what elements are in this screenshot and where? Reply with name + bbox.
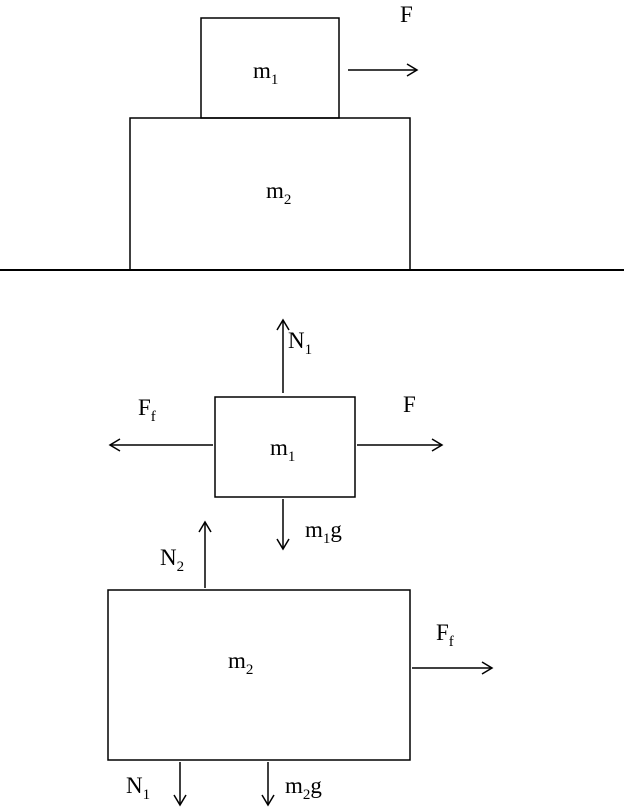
fbd-m1-block [214,396,356,498]
fbd-m1-applied-force-label: F [403,392,416,417]
scene-m1-label: m1 [253,58,278,88]
arrow-head [406,63,419,77]
fbd-m2-normal-arrow [198,520,212,588]
arrow-head [481,661,494,675]
fbd-m2-friction-arrow [412,661,494,675]
fbd-m1: N1 Ff F m1 m1g [108,318,444,551]
fbd-m2: N2 m2 Ff N1 m2g [107,520,494,807]
fbd-m1-applied-force-arrow [357,438,444,452]
fbd-m1-weight-label: m1g [305,517,342,547]
scene-m2-label: m2 [266,178,291,208]
scene-applied-force-arrow [348,63,419,77]
fbd-m2-block-label: m2 [228,648,253,678]
arrow-head [108,438,121,452]
fbd-m2-weight-label: m2g [285,773,322,803]
fbd-m1-normal-arrow [276,318,290,393]
arrow-head [276,318,290,331]
fbd-m2-weight-arrow [261,762,275,807]
fbd-m2-normal-from-m1-arrow [173,762,187,807]
arrow-head [198,520,212,533]
fbd-m1-normal-label: N1 [288,328,312,358]
arrow-head [173,794,187,807]
fbd-m2-normal-label: N2 [160,545,184,575]
scene-force-label: F [400,2,413,27]
fbd-m1-weight-arrow [276,499,290,551]
fbd-m1-friction-label: Ff [138,395,156,425]
fbd-m1-block-label: m1 [270,435,295,465]
fbd-m2-friction-label: Ff [436,620,454,650]
fbd-m1-friction-arrow [108,438,213,452]
fbd-m2-normal-from-m1-label: N1 [126,773,150,803]
arrow-head [431,438,444,452]
scene-stacked-blocks: F m1 m2 [0,2,624,271]
arrow-head [276,538,290,551]
fbd-m2-block [107,589,411,761]
arrow-head [261,794,275,807]
